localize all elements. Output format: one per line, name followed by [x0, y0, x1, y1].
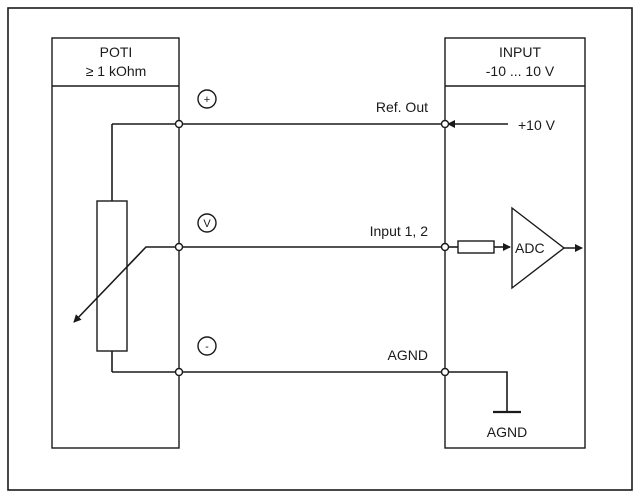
adc-triangle	[511, 206, 566, 290]
poti-block: POTI ≥ 1 kOhm	[51, 37, 180, 449]
svg-text:+: +	[204, 94, 210, 106]
agnd-line-label: AGND	[388, 347, 428, 363]
input12-label: Input 1, 2	[370, 223, 429, 239]
agnd-ground-label: AGND	[487, 424, 527, 440]
svg-text:V: V	[203, 218, 211, 230]
resistor-body	[96, 200, 128, 352]
poti-title: POTI	[100, 44, 133, 60]
ground-wire	[445, 371, 508, 412]
outer-frame	[7, 7, 633, 491]
plus10v-label: +10 V	[518, 117, 556, 133]
input-resistor	[457, 240, 495, 254]
node-input-agnd	[440, 367, 450, 377]
potentiometer	[73, 124, 179, 372]
poti-subtitle: ≥ 1 kOhm	[86, 63, 147, 79]
ref-out-label: Ref. Out	[376, 99, 428, 115]
minus-terminal-symbol: -	[197, 336, 217, 356]
node-input-signal	[440, 242, 450, 252]
wiper-terminal-symbol: V	[197, 213, 217, 233]
input-subtitle: -10 ... 10 V	[486, 63, 555, 79]
node-input-ref	[440, 119, 450, 129]
plus-terminal-symbol: +	[197, 89, 217, 109]
adc-label: ADC	[515, 240, 545, 256]
wiper-arrow	[73, 246, 179, 323]
node-poti-wiper	[174, 242, 184, 252]
node-poti-ref	[174, 119, 184, 129]
node-poti-agnd	[174, 367, 184, 377]
svg-text:-: -	[205, 341, 209, 353]
input-title: INPUT	[499, 44, 541, 60]
